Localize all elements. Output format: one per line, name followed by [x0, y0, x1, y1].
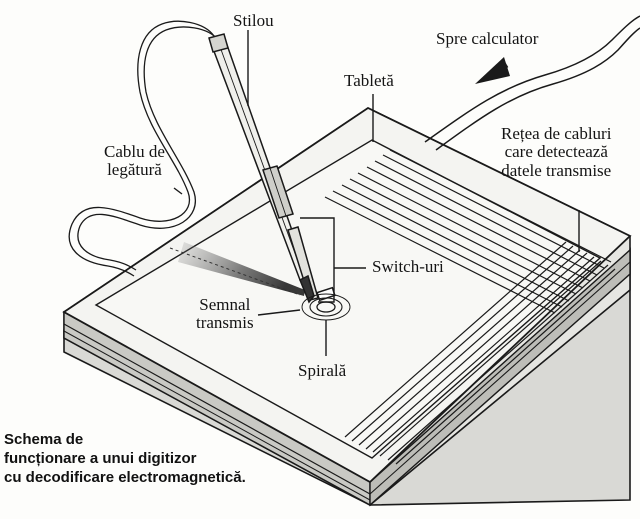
pen-shadow	[178, 242, 305, 296]
label-spirala: Spirală	[298, 361, 347, 380]
stylus	[208, 33, 336, 304]
arrow-to-computer	[475, 57, 510, 84]
label-cablu-de-legatura: Cablu de legătură	[104, 142, 165, 180]
computer-cable	[424, 15, 640, 151]
pen-cable	[68, 20, 219, 277]
label-switch-uri: Switch-uri	[372, 257, 444, 276]
label-semnal-transmis: Semnal transmis	[196, 295, 254, 333]
leader-lines	[173, 30, 580, 356]
wire-grid	[324, 149, 616, 465]
label-tableta: Tabletă	[344, 71, 394, 90]
label-spre-calculator: Spre calculator	[436, 29, 539, 48]
tablet-body	[62, 106, 632, 507]
figure-caption: Schema de funcționare a unui digitizor c…	[4, 431, 246, 487]
label-retea-de-cabluri: Rețea de cabluri care detectează datele …	[501, 124, 612, 180]
label-stilou: Stilou	[233, 11, 274, 30]
